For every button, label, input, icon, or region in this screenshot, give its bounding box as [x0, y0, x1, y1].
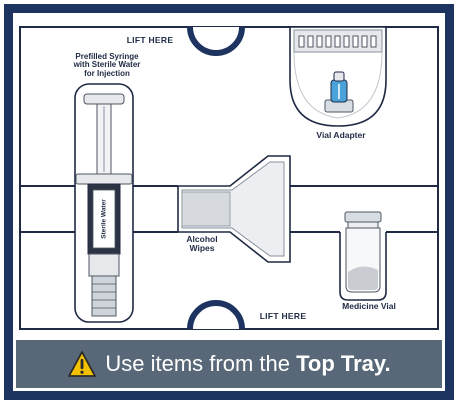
instruction-text: Use items from the Top Tray.	[105, 351, 390, 377]
syringe-label-line: with Sterile Water	[73, 60, 141, 70]
alcohol-wipes-label: Alcohol Wipes	[172, 235, 232, 253]
lift-here-label-top: LIFT HERE	[126, 35, 174, 45]
lift-notch-bottom[interactable]	[187, 300, 245, 330]
syringe-label-line: Prefilled Syringe	[75, 52, 139, 61]
medicine-vial-label: Medicine Vial	[342, 301, 396, 311]
warning-triangle-icon	[68, 351, 97, 377]
instruction-prefix: Use items from the	[105, 351, 297, 376]
lift-notch-top[interactable]	[187, 26, 245, 56]
syringe-barrel-label: Sterile Water	[101, 199, 108, 239]
vial-adapter	[289, 26, 387, 127]
instruction-banner: Use items from the Top Tray.	[16, 340, 442, 388]
instruction-emphasis: Top Tray.	[296, 351, 391, 376]
medicine-vial	[339, 211, 387, 301]
syringe: Sterile Water	[74, 83, 134, 323]
syringe-label-line: for Injection	[84, 68, 130, 78]
alcohol-wipes-label-line: Wipes	[189, 242, 215, 253]
lift-here-label-bottom: LIFT HERE	[259, 311, 307, 321]
alcohol-wipes-label-line: Alcohol	[186, 234, 218, 244]
alcohol-wipes	[177, 155, 291, 263]
vial-adapter-label: Vial Adapter	[316, 130, 366, 140]
syringe-label: Prefilled Syringe with Sterile Water for…	[52, 52, 162, 78]
